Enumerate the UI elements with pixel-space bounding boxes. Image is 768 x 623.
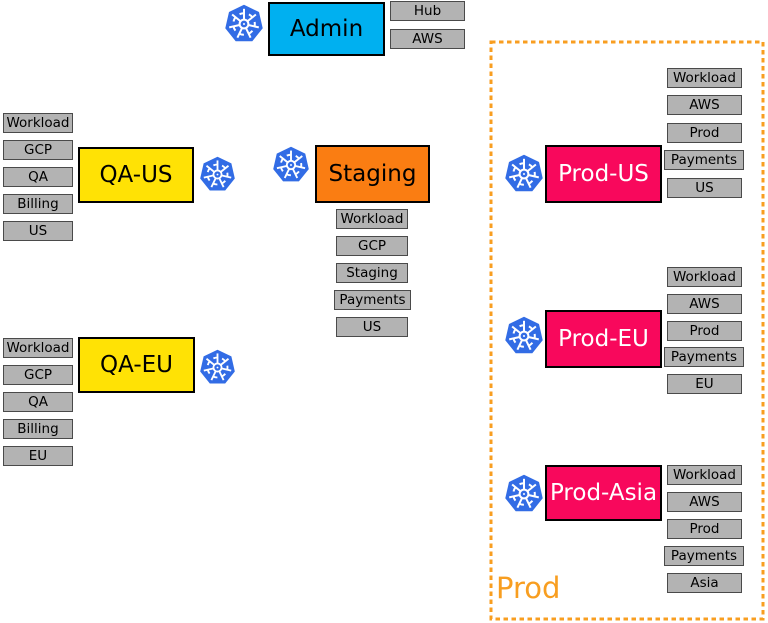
tag-prod-asia-payments: Payments (664, 546, 744, 566)
tag-qa-eu-workload: Workload (3, 338, 73, 358)
tag-admin-hub: Hub (390, 1, 465, 21)
tag-prod-us-aws: AWS (667, 95, 742, 115)
tag-qa-eu-billing: Billing (3, 419, 73, 439)
tag-prod-asia-workload: Workload (667, 465, 742, 485)
tag-qa-eu-eu: EU (3, 446, 73, 466)
kubernetes-icon (199, 349, 236, 385)
kubernetes-icon (504, 316, 544, 355)
tag-staging-us: US (336, 317, 408, 337)
tag-prod-eu-prod: Prod (667, 321, 742, 341)
tag-prod-asia-asia: Asia (667, 573, 742, 593)
node-staging: Staging (315, 145, 430, 203)
tag-prod-asia-aws: AWS (667, 492, 742, 512)
tag-qa-us-gcp: GCP (3, 140, 73, 160)
kubernetes-icon (504, 474, 544, 513)
tag-prod-asia-prod: Prod (667, 519, 742, 539)
tag-prod-us-prod: Prod (667, 123, 742, 143)
tag-prod-us-us: US (667, 178, 742, 198)
node-qa-us: QA-US (78, 147, 194, 203)
kubernetes-icon (199, 156, 236, 192)
tag-prod-eu-eu: EU (667, 374, 742, 394)
tag-qa-eu-qa: QA (3, 392, 73, 412)
tag-qa-eu-gcp: GCP (3, 365, 73, 385)
kubernetes-icon (504, 154, 544, 193)
tag-prod-us-workload: Workload (667, 68, 742, 88)
prod-group-label: Prod (496, 571, 561, 605)
tag-prod-eu-aws: AWS (667, 294, 742, 314)
tag-admin-aws: AWS (390, 29, 465, 49)
tag-qa-us-qa: QA (3, 167, 73, 187)
tag-staging-gcp: GCP (336, 236, 408, 256)
tag-qa-us-us: US (3, 221, 73, 241)
node-prod-eu: Prod-EU (545, 310, 662, 368)
tag-prod-eu-payments: Payments (664, 347, 744, 367)
tag-qa-us-workload: Workload (3, 113, 73, 133)
tag-prod-us-payments: Payments (664, 150, 744, 170)
tag-staging-workload: Workload (336, 209, 408, 229)
node-admin: Admin (268, 2, 385, 56)
tag-staging-staging: Staging (336, 263, 408, 283)
kubernetes-icon (224, 4, 264, 43)
tag-staging-payments: Payments (334, 290, 411, 310)
tag-qa-us-billing: Billing (3, 194, 73, 214)
node-qa-eu: QA-EU (78, 337, 195, 393)
node-prod-asia: Prod-Asia (545, 465, 662, 521)
kubernetes-icon (272, 146, 310, 183)
node-prod-us: Prod-US (545, 145, 662, 203)
tag-prod-eu-workload: Workload (667, 267, 742, 287)
